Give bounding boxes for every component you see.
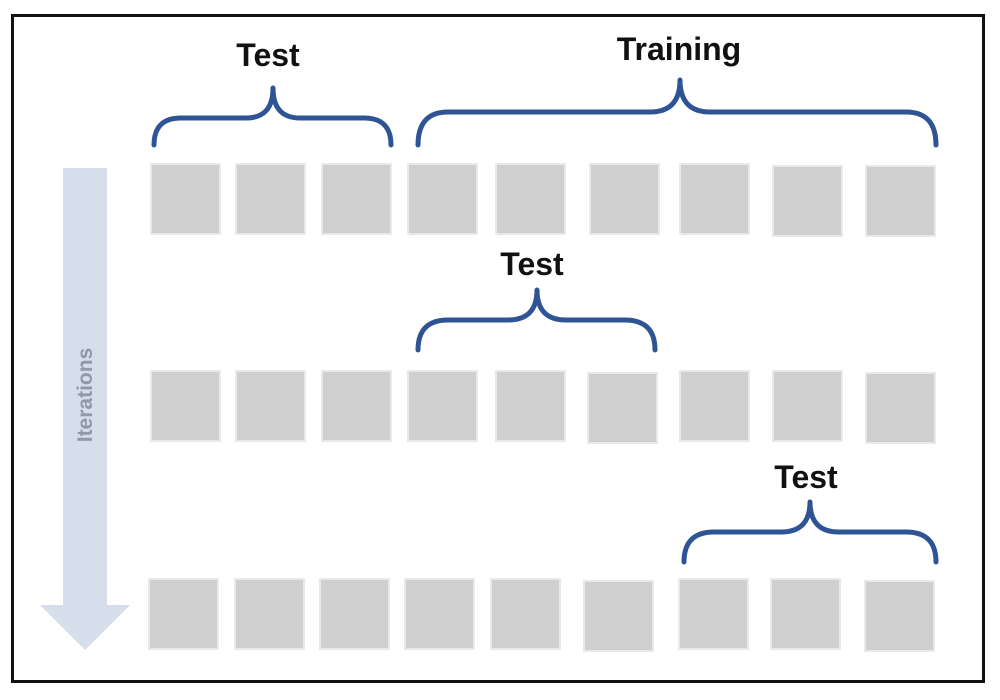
fold-block: [587, 372, 658, 444]
fold-block: [679, 370, 750, 442]
fold-block: [583, 580, 654, 652]
fold-block: [150, 370, 221, 442]
fold-block: [407, 163, 478, 235]
iterations-label: Iterations: [74, 348, 97, 443]
arrow-shape: [40, 168, 130, 650]
fold-block: [234, 578, 305, 650]
iteration-row-1: Test Training: [150, 31, 939, 237]
fold-block: [235, 163, 306, 235]
fold-block: [678, 578, 749, 650]
fold-block: [495, 370, 566, 442]
iteration-row-2: Test: [150, 246, 936, 444]
training-brace: [415, 77, 939, 148]
fold-block: [321, 163, 392, 235]
test-brace: [681, 499, 939, 565]
iterations-arrow: Iterations: [40, 168, 130, 650]
fold-block: [404, 578, 475, 650]
training-label: Training: [617, 31, 741, 67]
diagram-frame: [11, 14, 985, 683]
fold-block: [865, 165, 936, 237]
fold-block: [150, 163, 221, 235]
fold-block: [490, 578, 561, 650]
fold-block: [148, 578, 219, 650]
fold-block: [679, 163, 750, 235]
fold-block: [770, 578, 841, 650]
fold-block: [865, 372, 936, 444]
test-brace: [151, 85, 394, 148]
fold-block: [772, 165, 843, 237]
test-label: Test: [500, 246, 564, 282]
iteration-row-3: Test: [148, 459, 939, 652]
test-brace: [415, 287, 658, 353]
fold-block: [235, 370, 306, 442]
fold-block: [321, 370, 392, 442]
fold-block: [589, 163, 660, 235]
fold-block: [495, 163, 566, 235]
fold-block: [864, 580, 935, 652]
test-label: Test: [774, 459, 838, 495]
fold-block: [319, 578, 390, 650]
fold-block: [407, 370, 478, 442]
test-label: Test: [236, 37, 300, 73]
fold-block: [772, 370, 843, 442]
